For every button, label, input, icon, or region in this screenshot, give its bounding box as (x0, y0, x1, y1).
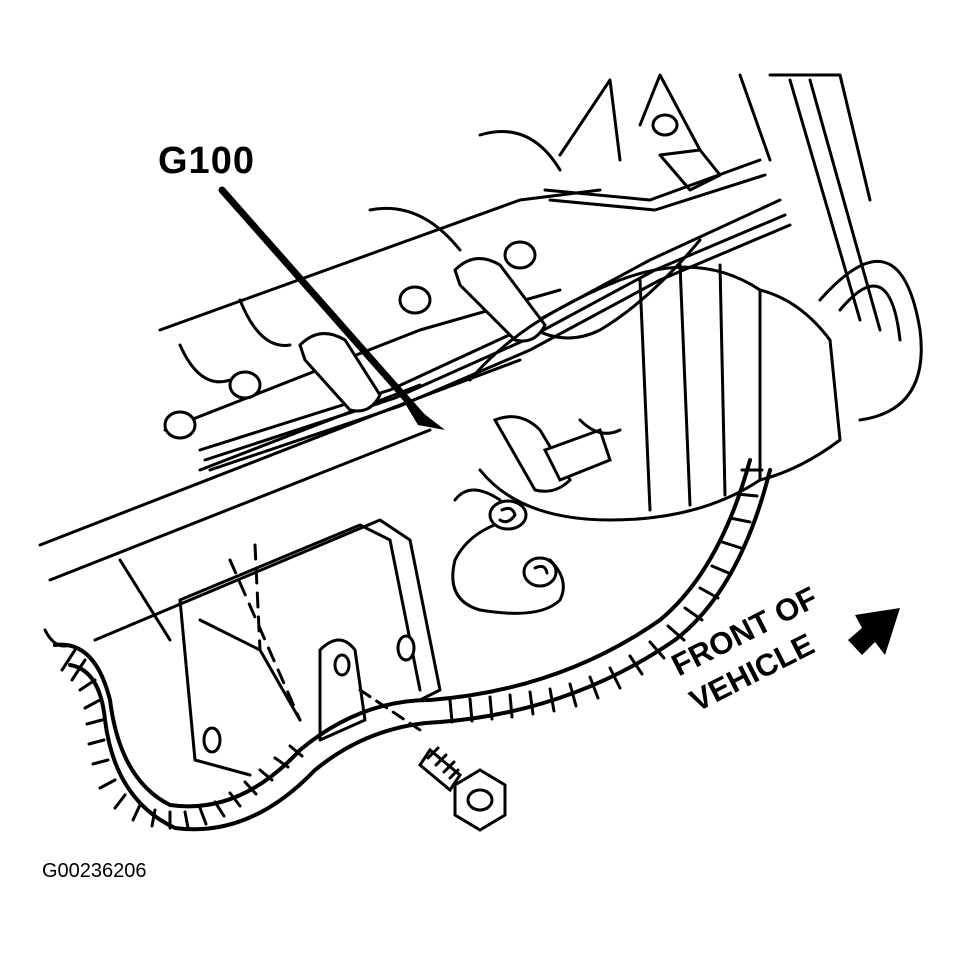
ground-cable (53, 458, 772, 832)
bolt-icon (358, 688, 507, 832)
direction-arrow-icon (848, 608, 900, 655)
ground-terminal-icon (488, 499, 558, 588)
ground-wire (451, 488, 565, 615)
connectors (298, 257, 612, 493)
vehicle-frame (558, 73, 923, 422)
engine-block (38, 113, 679, 582)
alternator-assembly (468, 263, 842, 522)
mounting-bracket (43, 518, 442, 777)
callout-label-g100: G100 (158, 140, 255, 182)
figure-id: G00236206 (42, 860, 147, 882)
callout-leader (218, 186, 445, 430)
